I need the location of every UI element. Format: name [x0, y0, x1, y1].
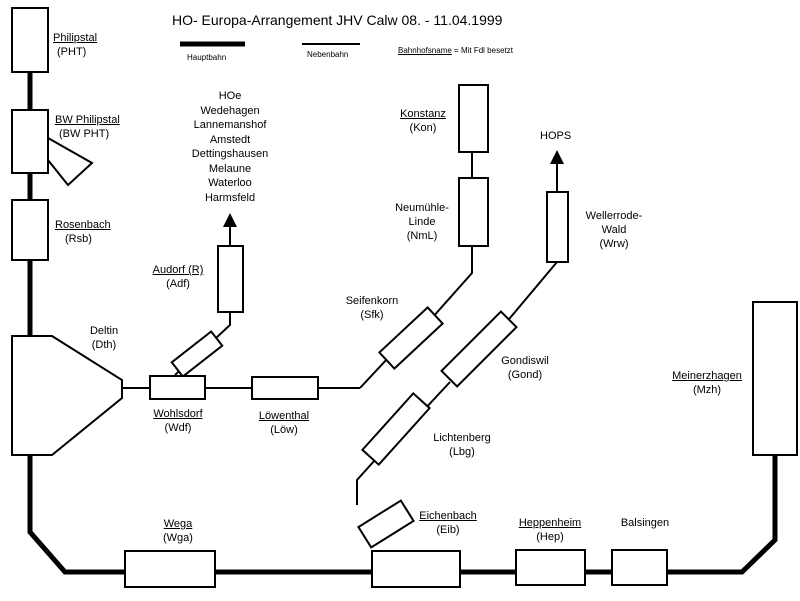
branch-line-track	[120, 150, 564, 505]
label-balsingen: Balsingen	[620, 517, 670, 529]
station-box-wellerrode[interactable]	[546, 191, 569, 263]
station-box-rosenbach[interactable]	[11, 199, 49, 261]
hoe-destination-item: Waterloo	[208, 177, 252, 189]
label-bw-philipstal: BW Philipstal (BW PHT)	[55, 114, 120, 140]
legend-note-rest: = Mit Fdl besetzt	[451, 46, 513, 55]
station-box-deltin[interactable]	[11, 335, 123, 456]
label-seifenkorn: Seifenkorn (Sfk)	[345, 295, 399, 321]
legend-branch-line-label: Nebenbahn	[307, 50, 349, 59]
label-wellerrode: Wellerrode- Wald (Wrw)	[585, 210, 643, 250]
label-philipstal: Philipstal (PHT)	[53, 32, 98, 58]
label-wohlsdorf: Wohlsdorf (Wdf)	[153, 408, 203, 434]
main-line-track	[27, 72, 778, 575]
hoe-destination-item: Lannemanshof	[193, 119, 267, 131]
label-gondiswil: Gondiswil (Gond)	[501, 355, 549, 381]
legend-main-line-label: Hauptbahn	[187, 53, 227, 62]
station-box-lichtenberg[interactable]	[360, 391, 432, 467]
bw-philipstal-turntable	[47, 136, 94, 187]
station-box-wega[interactable]	[124, 550, 216, 588]
station-box-audorf-siding	[170, 330, 224, 378]
label-wega: Wega (Wga)	[163, 518, 193, 544]
diagram-title: HO- Europa-Arrangement JHV Calw 08. - 11…	[172, 12, 503, 28]
station-box-audorf[interactable]	[217, 245, 244, 313]
label-rosenbach: Rosenbach (Rsb)	[55, 219, 111, 245]
station-box-eichenbach-siding	[357, 499, 415, 549]
station-box-wohlsdorf[interactable]	[149, 375, 206, 400]
station-box-seifenkorn[interactable]	[377, 306, 445, 370]
label-loewenthal: Löwenthal (Löw)	[258, 410, 310, 436]
legend-note-underlined: Bahnhofsname	[398, 46, 452, 55]
label-lichtenberg: Lichtenberg (Lbg)	[433, 432, 491, 458]
hoe-destination-item: Amstedt	[209, 133, 251, 146]
station-box-heppenheim[interactable]	[515, 549, 586, 586]
hoe-destination-item: HOe	[218, 90, 242, 102]
station-box-eichenbach[interactable]	[371, 550, 461, 588]
station-box-bw-philipstal[interactable]	[11, 109, 49, 174]
station-box-philipstal[interactable]	[11, 7, 49, 73]
label-neumuehle: Neumühle- Linde (NmL)	[395, 202, 449, 242]
label-meinerzhagen: Meinerzhagen (Mzh)	[672, 370, 742, 396]
station-box-balsingen[interactable]	[611, 549, 668, 586]
station-box-loewenthal[interactable]	[251, 376, 319, 400]
hoe-destination-item: Dettingshausen	[191, 148, 269, 160]
station-box-meinerzhagen[interactable]	[752, 301, 798, 456]
hoe-destination-item: Harmsfeld	[204, 191, 256, 204]
label-audorf: Audorf (R) (Adf)	[152, 264, 204, 290]
station-box-konstanz[interactable]	[458, 84, 489, 153]
label-deltin: Deltin (Dth)	[89, 325, 119, 351]
legend-note: Bahnhofsname = Mit Fdl besetzt	[398, 46, 513, 55]
hops-destination: HOPS	[540, 130, 572, 142]
station-box-gondiswil[interactable]	[440, 310, 518, 388]
station-box-neumuehle[interactable]	[458, 177, 489, 247]
hoe-destination-item: Wedehagen	[200, 104, 260, 117]
hoe-destination-item: Melaune	[208, 162, 252, 175]
label-eichenbach: Eichenbach (Eib)	[419, 510, 477, 536]
label-heppenheim: Heppenheim (Hep)	[518, 517, 582, 543]
label-konstanz: Konstanz (Kon)	[400, 108, 446, 134]
